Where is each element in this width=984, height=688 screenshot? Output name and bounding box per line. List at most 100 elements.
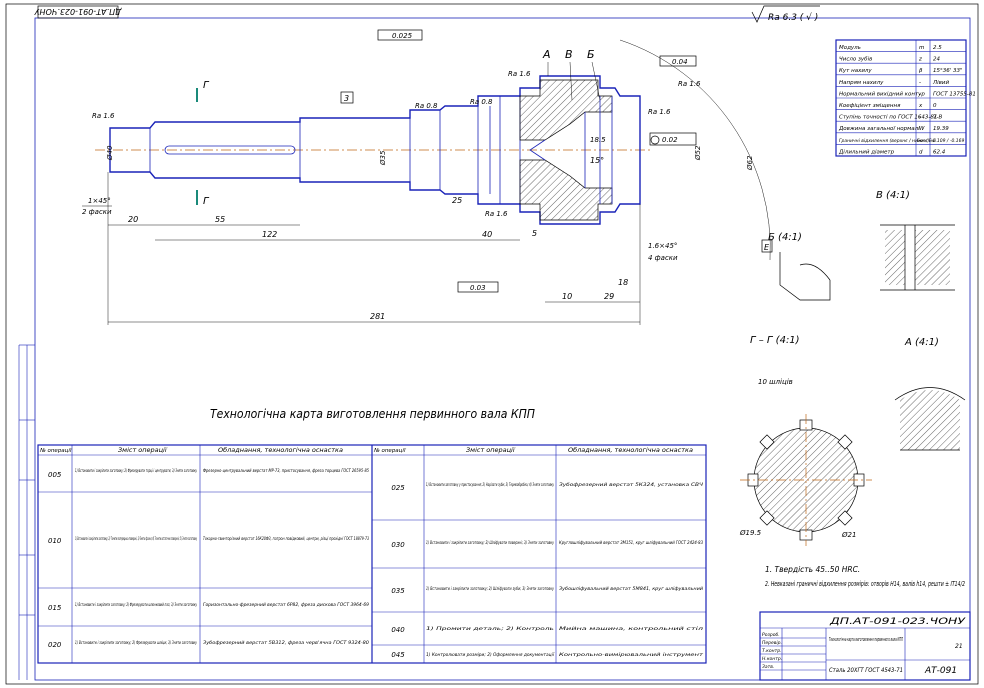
op-content: 1) Встановити і закріпити заготовку; 2) … <box>426 540 554 545</box>
dim-10: 10 <box>562 292 572 301</box>
ra08-2: Ra 0.8 <box>470 98 493 106</box>
param-val-7: 19.39 <box>933 126 949 132</box>
param-name-9: Ділильний діаметр <box>838 149 895 155</box>
op-equip: Фрезерно-центрувальний верстат МР-73, пр… <box>203 468 369 473</box>
tb-sheets: 21 <box>955 643 963 650</box>
op-no: 035 <box>391 587 405 595</box>
section-g-title: Г – Г (4:1) <box>750 335 800 346</box>
section-g: Г – Г (4:1) 10 шліців Ø19.5 Ø21 <box>739 335 872 546</box>
op-no: 010 <box>48 537 62 545</box>
hdr-right-content: Зміст операції <box>466 446 516 454</box>
splines-label: 10 шліців <box>758 378 793 386</box>
dim-122: 122 <box>262 230 277 239</box>
dim-angle: 15° <box>590 156 604 165</box>
tb-role: Т.контр. <box>762 648 782 654</box>
op-no: 045 <box>391 651 405 659</box>
op-no: 005 <box>48 471 62 479</box>
op-content: 1) Встановити і закріпити заготовку; 2) … <box>75 536 197 541</box>
param-name-6: Ступінь точності по ГОСТ 1643-81 <box>839 115 937 121</box>
roughness-sign: Ra 6.3 ( √ ) <box>751 5 820 23</box>
param-sym-7: W <box>919 126 925 132</box>
op-content: 1) Встановити і закріпити заготовку; 2) … <box>75 602 197 607</box>
dim-5: 5 <box>532 229 537 238</box>
op-content: 1) Встановити і закріпити заготовку; 2) … <box>75 468 197 473</box>
param-name-1: Число зубів <box>839 57 872 63</box>
note-2: 2. Невказані граничні відхилення розмірі… <box>765 580 965 588</box>
label-v: В <box>565 48 573 61</box>
tb-org: АТ-091 <box>924 666 957 676</box>
detail-v-title: В (4:1) <box>876 190 910 201</box>
inner-frame <box>34 17 971 681</box>
dim-chamfer2-note: 4 фаски <box>648 254 678 262</box>
stamp-code: ДП.АТ-091-023.ЧОНУ <box>34 7 123 16</box>
op-no: 020 <box>48 641 62 649</box>
param-sym-3: - <box>919 80 921 86</box>
op-equip: Зубошліфувальний верстат 5М841, круг шлі… <box>559 586 703 591</box>
op-equip: Горизонтально-фрезерний верстат 6Р82, фр… <box>203 602 369 607</box>
op-no: 030 <box>391 541 405 549</box>
tolerance-frame: 0.02 <box>662 136 678 144</box>
detail-a-title: А (4:1) <box>904 337 939 348</box>
param-sym-0: m <box>919 45 924 51</box>
tb-material: Сталь 20ХГТ ГОСТ 4543-71 <box>829 667 903 674</box>
runout-3: 0.04 <box>672 58 688 66</box>
param-sym-9: d <box>919 149 923 155</box>
title-block: ДП.АТ-091-023.ЧОНУ Технологічна карта ви… <box>759 611 971 681</box>
tb-role: Н.контр. <box>762 656 782 662</box>
g-mark-top: Г <box>203 80 210 91</box>
param-val-2: 15°36' 33" <box>933 68 963 74</box>
binding-strip <box>18 344 35 680</box>
dimensions: 281 20 55 122 40 25 10 29 18 5 Ø40 Ø35 Ø… <box>82 136 754 325</box>
param-val-8: -0.109 / -0.169 <box>931 138 965 144</box>
op-content: 1) Контролювати розміри; 2) Оформлення д… <box>426 652 555 657</box>
label-b: Б <box>587 48 595 61</box>
param-sym-4: - <box>919 91 921 97</box>
ra16-4: Ra 1.6 <box>648 108 671 116</box>
op-content: 1) Встановити і закріпити заготовку; 2) … <box>75 640 197 645</box>
stamp-code-box: ДП.АТ-091-023.ЧОНУ <box>34 5 123 19</box>
shaft-view <box>95 39 771 261</box>
op-content: 1) Промити деталь; 2) Контроль <box>426 626 555 631</box>
note-1: 1. Твердість 45..50 HRC. <box>765 565 860 574</box>
notes: 1. Твердість 45..50 HRC. 2. Невказані гр… <box>765 565 965 588</box>
ra16-5: Ra 1.6 <box>485 210 508 218</box>
dim-diam52: Ø52 <box>694 145 702 161</box>
dim-29: 29 <box>604 292 614 301</box>
param-sym-2: β <box>919 68 923 74</box>
op-content: 1) Встановити заготовку у пристосування;… <box>426 482 554 487</box>
param-sym-8: Ews / Ewi <box>917 138 937 143</box>
param-name-7: Довжина загальної нормалі <box>838 126 920 132</box>
detail-b: Б (4:1) <box>768 232 831 301</box>
dim-chamfer1-note: 2 фаски <box>82 208 112 216</box>
process-table: № операції Зміст операції Обладнання, те… <box>37 444 707 664</box>
gdt-frames: 0.025 0.03 0.04 0.02 3 Е Ra 1.6 Ra 0.8 R… <box>92 29 773 293</box>
dim-40: 40 <box>482 230 492 239</box>
detail-b-title: Б (4:1) <box>768 232 802 243</box>
op-no: 040 <box>391 626 405 634</box>
ra16-1: Ra 1.6 <box>92 112 115 120</box>
ra16-3: Ra 1.6 <box>678 80 701 88</box>
op-equip: Контрольно-вимірювальний інструмент <box>559 652 704 657</box>
hdr-right-no: № операції <box>373 448 407 454</box>
g-mark-bottom: Г <box>203 196 210 207</box>
op-content: 1) Встановити і закріпити заготовку; 2) … <box>426 586 555 591</box>
outer-frame <box>5 3 979 685</box>
hdr-right-equip: Обладнання, технологічна оснастка <box>568 446 693 454</box>
hdr-left-no: № операції <box>39 448 73 454</box>
detail-a: А (4:1) <box>894 337 966 451</box>
param-val-4: ГОСТ 13755-81 <box>933 91 976 97</box>
param-name-8: Граничні відхилення (верхнє / нижнє) <box>839 138 929 144</box>
param-val-9: 62.4 <box>933 149 946 155</box>
dim-diam40: Ø40 <box>106 145 114 161</box>
dim-chamfer1: 1×45° <box>88 197 111 205</box>
label-a: А <box>542 48 551 61</box>
op-equip: Круглошліфувальний верстат 3М151, круг ш… <box>559 540 703 545</box>
param-val-0: 2.5 <box>933 45 942 51</box>
datum-e: Е <box>764 243 770 252</box>
detail-v: В (4:1) <box>876 190 955 291</box>
param-name-4: Нормальний вихідний контур <box>839 91 925 97</box>
tb-role: Затв. <box>762 664 774 670</box>
op-equip: Мийна машина, контрольний стіл <box>559 626 704 631</box>
runout-1: 0.025 <box>392 32 413 40</box>
dim-diam35: Ø35 <box>379 150 387 166</box>
